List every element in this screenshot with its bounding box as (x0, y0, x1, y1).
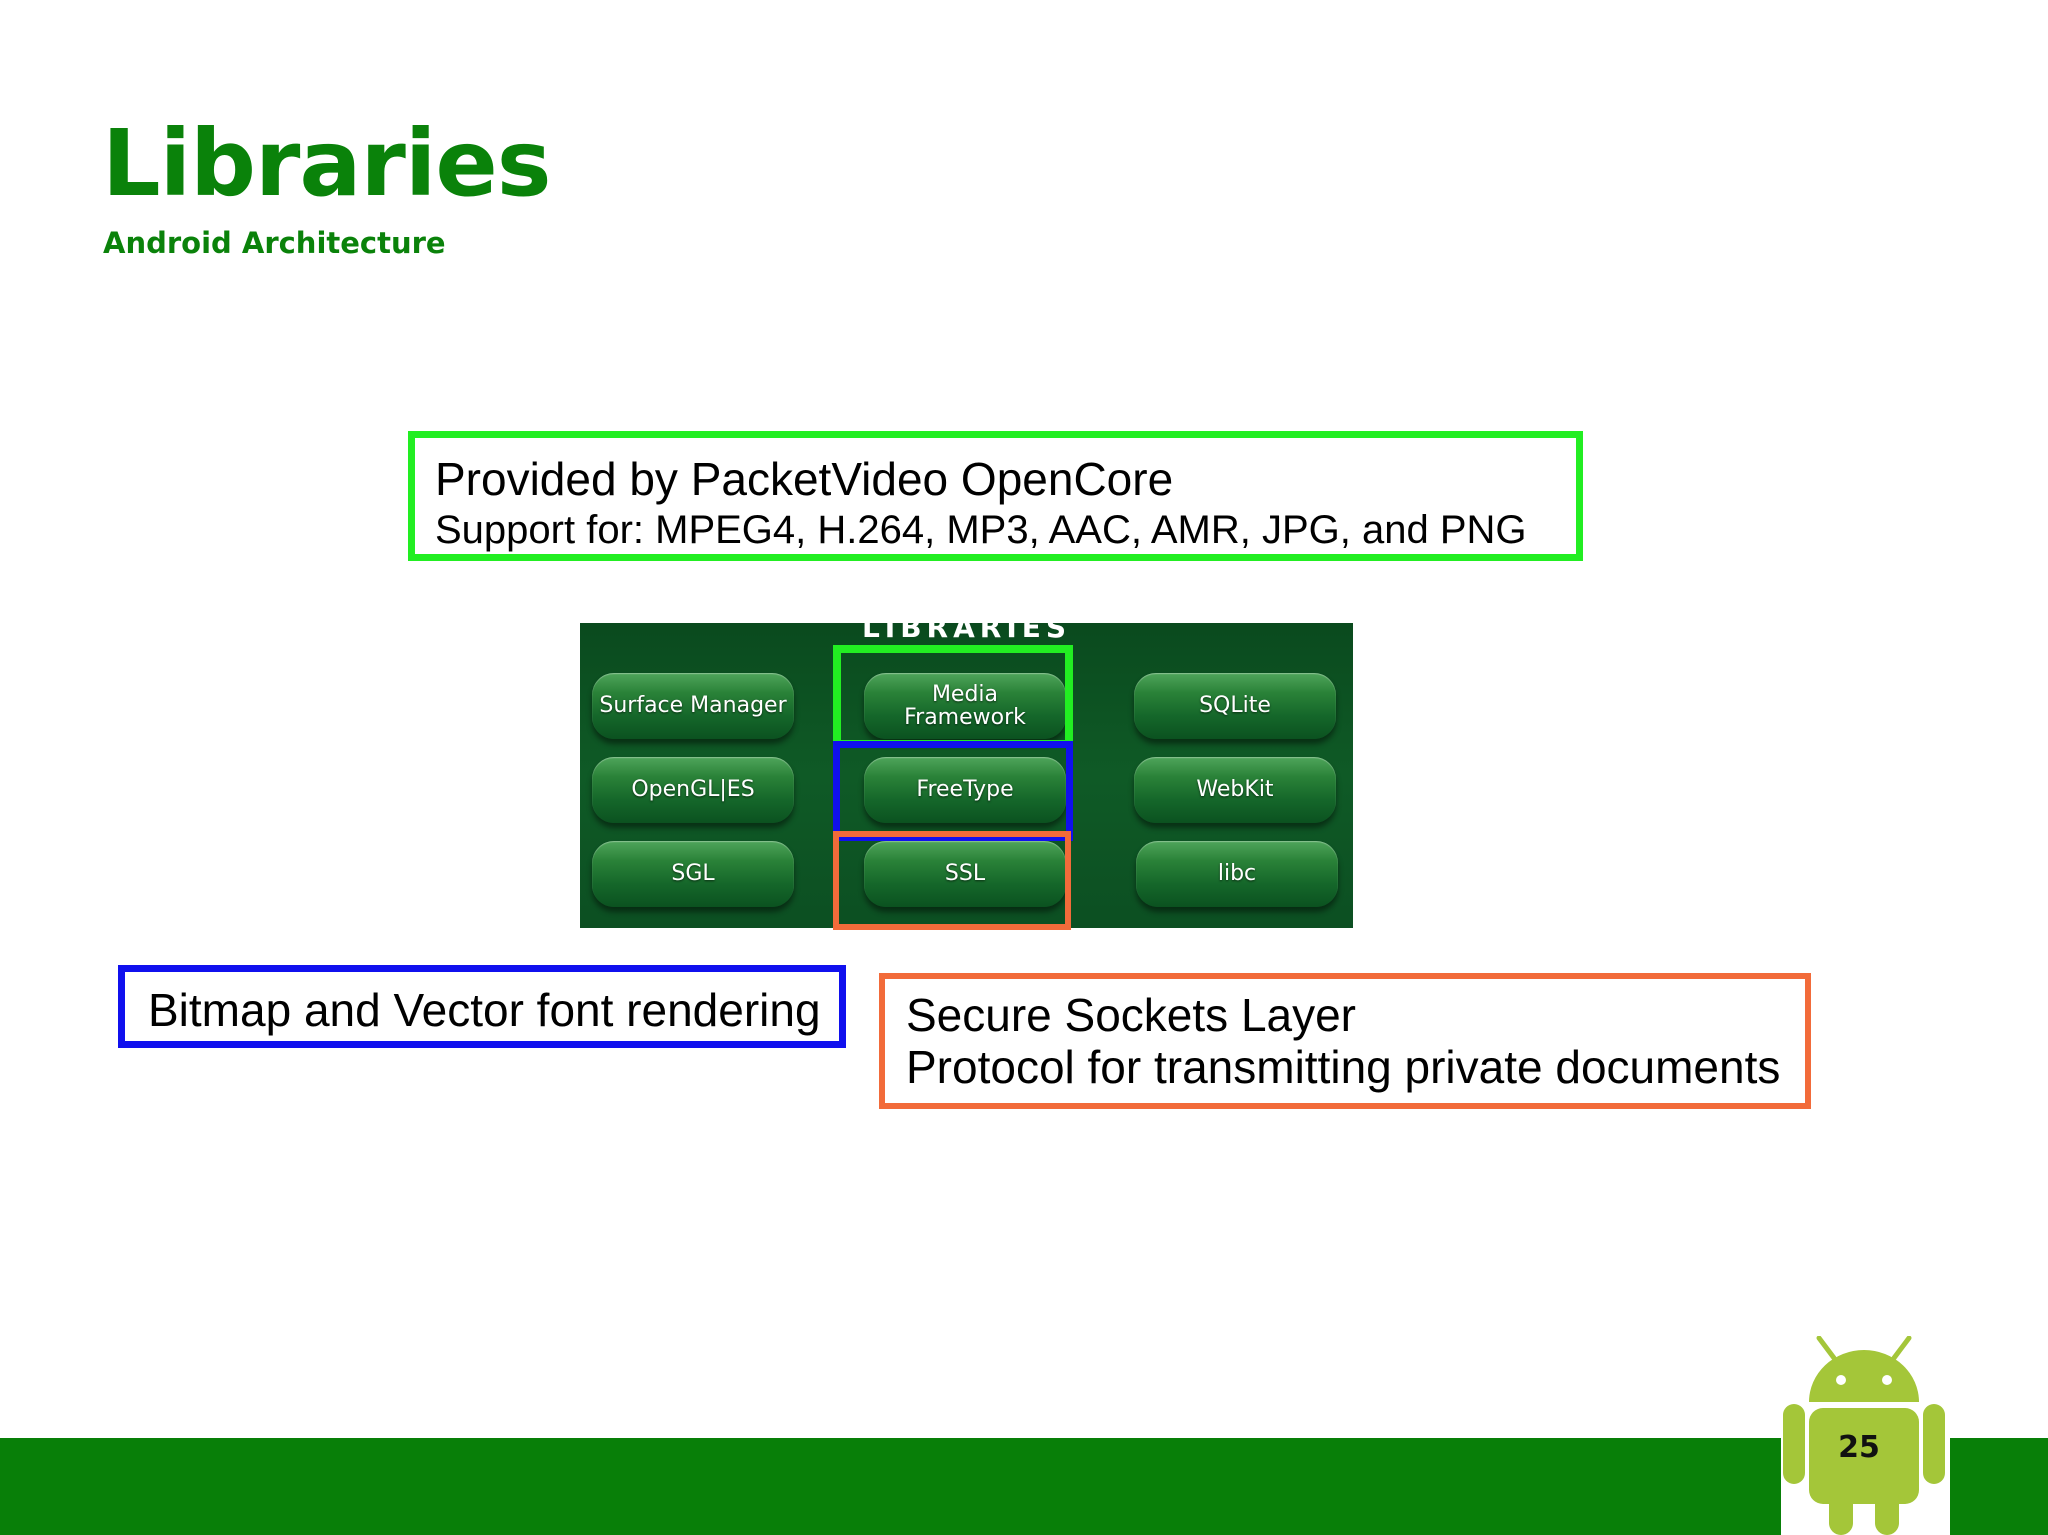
library-ssl: SSL (864, 841, 1066, 907)
library-media-framework: Media Framework (864, 673, 1066, 739)
font-rendering-callout: Bitmap and Vector font rendering (118, 965, 846, 1048)
slide-title: Libraries (102, 110, 552, 217)
library-libc: libc (1136, 841, 1338, 907)
library-freetype: FreeType (864, 757, 1066, 823)
media-callout-line1: Provided by PacketVideo OpenCore (435, 453, 1174, 505)
libraries-panel: LIBRARIES Surface Manager Media Framewor… (580, 623, 1353, 928)
ssl-callout: Secure Sockets Layer Protocol for transm… (879, 973, 1811, 1109)
library-sgl: SGL (592, 841, 794, 907)
slide-subtitle: Android Architecture (103, 226, 446, 260)
ssl-callout-line1: Secure Sockets Layer (906, 989, 1357, 1041)
ssl-callout-line2: Protocol for transmitting private docume… (906, 1041, 1781, 1093)
footer-bar (0, 1438, 2048, 1535)
library-surface-manager: Surface Manager (592, 673, 794, 739)
library-webkit: WebKit (1134, 757, 1336, 823)
media-callout-line2: Support for: MPEG4, H.264, MP3, AAC, AMR… (435, 508, 1527, 552)
media-framework-callout: Provided by PacketVideo OpenCore Support… (408, 431, 1583, 561)
page-number: 25 (1838, 1430, 1880, 1465)
android-robot-icon (1783, 1336, 1945, 1535)
library-opengl-es: OpenGL|ES (592, 757, 794, 823)
library-media-framework-label: Media Framework (904, 682, 1026, 730)
library-sqlite: SQLite (1134, 673, 1336, 739)
libraries-heading: LIBRARIES (861, 623, 1072, 644)
